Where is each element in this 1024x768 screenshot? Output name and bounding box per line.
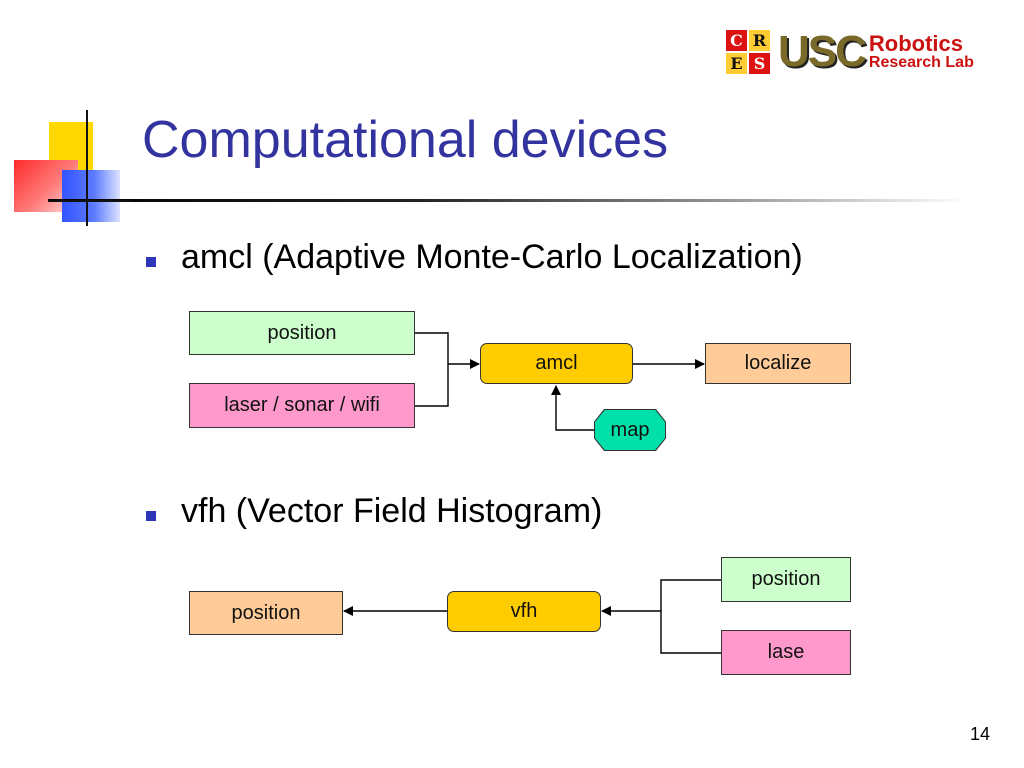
cres-letter: S xyxy=(749,53,770,74)
page-number: 14 xyxy=(969,724,990,744)
amcl-input-position: position xyxy=(189,311,415,355)
title-underline xyxy=(48,199,968,202)
lab-name-line2: Research Lab xyxy=(868,54,974,71)
wire-lase-to-vfh xyxy=(660,611,721,654)
amcl-node: amcl xyxy=(480,343,633,384)
bullet-vfh: vfh (Vector Field Histogram) xyxy=(181,492,603,530)
lab-name: Robotics Research Lab xyxy=(869,33,974,71)
cres-letter: E xyxy=(726,53,747,74)
cres-logo-icon: C R E S xyxy=(726,30,770,74)
amcl-output-localize: localize xyxy=(705,343,851,384)
wire-sensor-to-amcl xyxy=(415,364,449,407)
usc-wordmark: USC xyxy=(778,27,867,76)
vfh-input-lase: lase xyxy=(721,630,851,675)
lab-name-line1: Robotics xyxy=(868,31,964,56)
cres-letter: R xyxy=(749,30,770,51)
decor-vertical-line xyxy=(86,110,88,226)
bullet-amcl: amcl (Adaptive Monte-Carlo Localization) xyxy=(181,238,803,276)
vfh-node: vfh xyxy=(447,591,601,632)
wire-position-to-vfh xyxy=(660,579,721,611)
arrow-map-to-amcl xyxy=(551,385,594,431)
vfh-input-position: position xyxy=(721,557,851,602)
decor-blue-block xyxy=(62,170,120,222)
bullet-marker xyxy=(146,257,156,267)
decor-horizontal-line xyxy=(48,200,130,202)
wire-position-to-amcl xyxy=(415,332,449,364)
bullet-marker xyxy=(146,511,156,521)
amcl-input-sensors: laser / sonar / wifi xyxy=(189,383,415,428)
amcl-map-node: map xyxy=(595,410,665,450)
slide-title: Computational devices xyxy=(142,111,669,169)
vfh-output-position: position xyxy=(189,591,343,635)
usc-robotics-logo: C R E S USC Robotics Research Lab xyxy=(726,27,974,76)
cres-letter: C xyxy=(726,30,747,51)
